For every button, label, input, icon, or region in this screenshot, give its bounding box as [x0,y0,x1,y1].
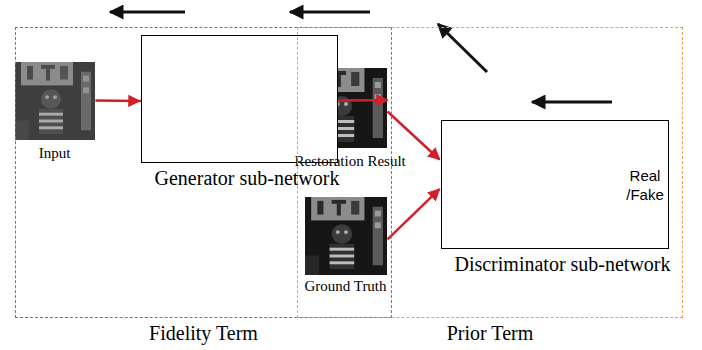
dashed-region: Discriminator sub-networkPrior Term [297,27,683,318]
input-image [15,62,95,140]
backprop-arrow [290,11,370,14]
flow-arrow [388,189,440,239]
backprop-arrow [532,101,612,104]
image-panel: Restoration Result [305,68,387,148]
box-label: Discriminator sub-network [442,252,684,276]
flow-arrow [388,112,440,160]
image-caption: Ground Truth [295,277,397,295]
image-panel: Ground Truth [305,197,387,275]
backprop-arrow [110,11,185,14]
flow-arrow [96,99,140,102]
ground-truth-image [305,197,387,275]
box-label: Generator sub-network [142,166,353,190]
backprop-arrow [438,24,487,72]
output-label: Real /Fake [614,166,676,204]
region-title: Fidelity Term [16,321,391,345]
region-title: Prior Term [298,321,682,345]
image-panel: Input [15,62,95,140]
process-box: Generator sub-network [141,35,338,163]
dashed-region: InputGenerator sub-networkRestoration Re… [15,27,392,318]
